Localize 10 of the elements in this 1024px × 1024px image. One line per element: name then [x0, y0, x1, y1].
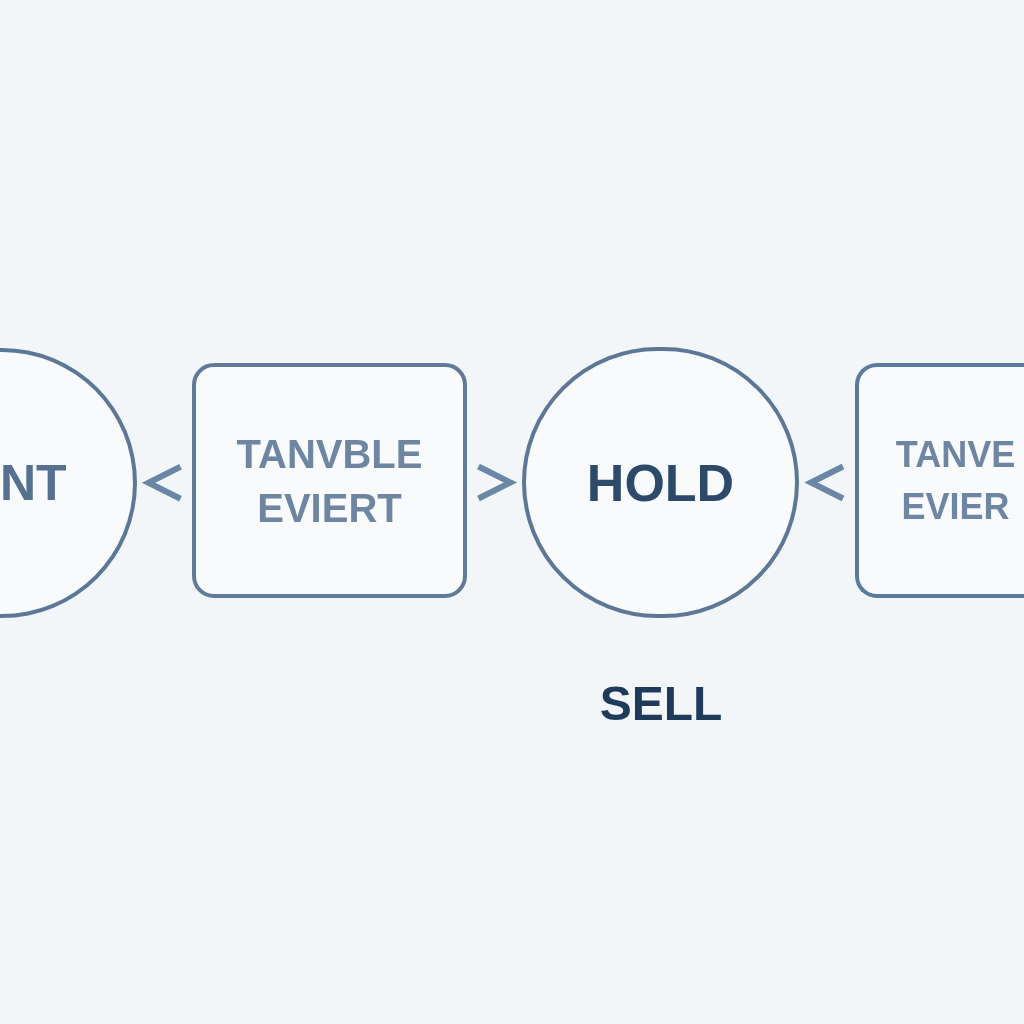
text-label: SELL — [599, 676, 723, 732]
node-label: TANVE EVIER — [894, 432, 1017, 529]
process-box — [855, 363, 1024, 598]
node-label: HOLD — [586, 452, 735, 513]
node-label: NT — [0, 455, 67, 511]
chevron-arrow — [804, 463, 845, 502]
chevron-arrow — [477, 463, 518, 502]
chevron-arrow — [141, 464, 182, 502]
process-box — [192, 363, 467, 598]
node-label: TANVBLE EVIERT — [235, 430, 424, 532]
